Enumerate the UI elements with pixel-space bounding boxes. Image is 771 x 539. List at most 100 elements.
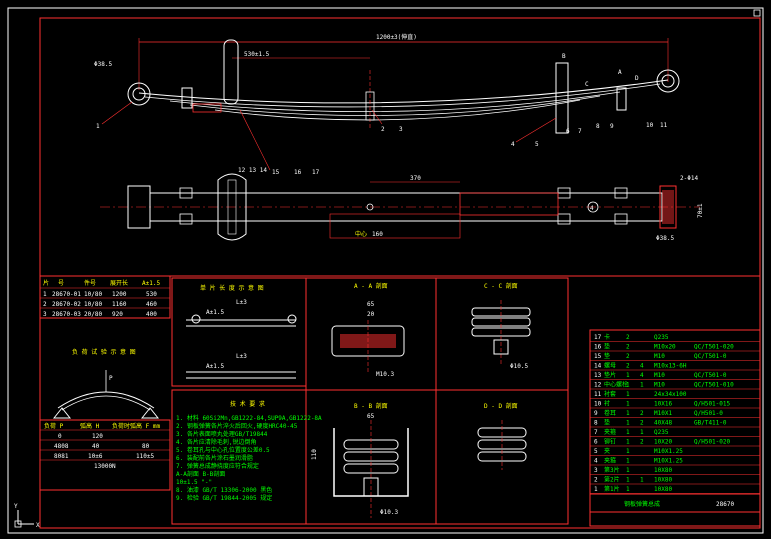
title-block-name: 钢板弹簧总成 bbox=[624, 500, 660, 508]
eye-dia-right: Φ38.5 bbox=[656, 235, 674, 242]
callout-16: 16 bbox=[294, 169, 302, 176]
load-diagram-title: 负 荷 试 验 示 意 图 bbox=[72, 348, 136, 356]
bom-cell: 11 bbox=[594, 391, 602, 398]
bom-cell: 1 bbox=[640, 477, 644, 484]
section-aa-dim-top: 65 bbox=[367, 301, 375, 308]
bom-cell: 1 bbox=[626, 410, 630, 417]
bom-cell: 1 bbox=[640, 429, 644, 436]
section-bb-dim-top: 65 bbox=[367, 413, 375, 420]
bom-cell: 1 bbox=[626, 420, 630, 427]
bom-cell: 2 bbox=[640, 439, 644, 446]
note-line-7: A-A剖面 B-B剖面 bbox=[176, 470, 225, 478]
technical-notes: 技 术 要 求 1. 材料 60Si2Mn,GB1222-84,SUP9A,GB… bbox=[176, 400, 322, 502]
bom-cell: 10X80 bbox=[654, 477, 672, 484]
leaf-diagram-title: 单 片 长 度 示 意 图 bbox=[200, 284, 264, 292]
leaf-dim-a2: A±1.5 bbox=[206, 363, 224, 370]
bom-cell: 1 bbox=[626, 458, 630, 465]
bom-cell: QC/T501-010 bbox=[694, 382, 734, 389]
callout-7: 7 bbox=[578, 128, 582, 135]
note-line-3: 4. 各片应清除毛刺,锐边倒角 bbox=[176, 438, 256, 446]
bom-cell: 15 bbox=[594, 353, 602, 360]
dim-160: 160 bbox=[372, 231, 383, 238]
bom-cell: 1 bbox=[626, 401, 630, 408]
bom-cell: 1 bbox=[626, 477, 630, 484]
bom-cell: QC/T501-0 bbox=[694, 353, 727, 360]
ucs-y-label: Y bbox=[14, 503, 18, 510]
note-line-2: 3. 各片表面喷丸处理GB/T19844 bbox=[176, 430, 268, 438]
bom-cell: 2 bbox=[626, 353, 630, 360]
note-line-9: 8. 油漆 GB/T 13306-2000 黑色 bbox=[176, 486, 272, 494]
section-bb-bolt: Φ10.3 bbox=[380, 509, 398, 516]
callout-3: 3 bbox=[399, 126, 403, 133]
bom-cell: 铆钉 bbox=[604, 438, 616, 446]
bom-cell: 1 bbox=[626, 382, 630, 389]
load-r2-c1: 10±6 bbox=[88, 453, 103, 460]
bom-cell: 2 bbox=[626, 334, 630, 341]
callout-11: 11 bbox=[660, 122, 668, 129]
notes-title: 技 术 要 求 bbox=[230, 400, 265, 408]
section-aa-title: A - A 剖面 bbox=[354, 282, 388, 290]
bom-cell: 40X48 bbox=[654, 420, 672, 427]
drawing-frame bbox=[39, 17, 761, 529]
bom-cell: 衬 bbox=[604, 400, 610, 408]
corner-grip[interactable] bbox=[753, 9, 761, 17]
bom-cell: 2 bbox=[626, 363, 630, 370]
callout-6: 6 bbox=[566, 128, 570, 135]
eye-dia-left: Φ38.5 bbox=[94, 61, 112, 68]
bom-cell: 衬套 bbox=[604, 390, 616, 398]
bom-cell: 中心螺栓 bbox=[604, 381, 628, 389]
bom-cell: 1 bbox=[626, 448, 630, 455]
callout-4-plan: 4 bbox=[590, 205, 594, 212]
bom-cell: 夹箍 bbox=[604, 428, 616, 436]
leaf-dim-l2: L±3 bbox=[236, 353, 247, 360]
bom-cell: 2 bbox=[640, 420, 644, 427]
bom-cell: 夹 bbox=[604, 447, 610, 455]
bom-cell: 螺母 bbox=[604, 362, 616, 370]
bom-cell: 1 bbox=[626, 372, 630, 379]
callout-9: 9 bbox=[610, 123, 614, 130]
callout-8: 8 bbox=[596, 123, 600, 130]
bom-cell: 1 bbox=[626, 486, 630, 493]
leaf-r2-c4: 400 bbox=[146, 311, 157, 318]
leaf-r1-c1: 28670-02 bbox=[52, 301, 81, 308]
bom-cell: QC/T501-020 bbox=[694, 344, 734, 351]
note-line-0: 1. 材料 60Si2Mn,GB1222-84,SUP9A,GB1222-8A bbox=[176, 414, 322, 422]
bom-cell: 8 bbox=[594, 420, 598, 427]
bom-cell: 垫 bbox=[604, 343, 610, 351]
bom-cell: 夹箍 bbox=[604, 457, 616, 465]
bom-cell: M10x20 bbox=[654, 344, 676, 351]
bom-cell: M10 bbox=[654, 372, 665, 379]
bom-cell: 1 bbox=[640, 382, 644, 389]
leaf-r1-c2: 10/80 bbox=[84, 301, 102, 308]
bom-cell: M10X1 bbox=[654, 410, 672, 417]
load-th-2: 负荷时弧高 F mm bbox=[112, 422, 160, 430]
section-label-d-top: D bbox=[635, 75, 639, 82]
bom-cell: 2 bbox=[594, 477, 598, 484]
callout-4: 4 bbox=[511, 141, 515, 148]
section-label-c-top: C bbox=[585, 81, 589, 88]
leaf-th-4: A±1.5 bbox=[142, 280, 160, 287]
leaf-th-3: 展开长 bbox=[110, 279, 128, 287]
load-r0-c0: 0 bbox=[58, 433, 62, 440]
bom-cell: M10 bbox=[654, 353, 665, 360]
section-cc: C - C 剖面 Φ10.5 bbox=[471, 282, 531, 370]
note-line-8: 10±1.5 "-" bbox=[176, 479, 212, 486]
bom-cell: 4 bbox=[640, 363, 644, 370]
bom-cell: 垫片 bbox=[604, 371, 616, 379]
bom-cell: 2 bbox=[640, 410, 644, 417]
load-th-1: 弧高 H bbox=[80, 422, 100, 430]
ucs-x-label: X bbox=[36, 522, 40, 529]
load-r2-c2: 110±5 bbox=[136, 453, 154, 460]
bom-cell: 第2片 bbox=[604, 476, 620, 484]
leaf-r0-c4: 530 bbox=[146, 291, 157, 298]
bom-cell: 卡 bbox=[604, 333, 610, 341]
leaf-dim-l: L±3 bbox=[236, 299, 247, 306]
leaf-r0-c1: 28670-01 bbox=[52, 291, 81, 298]
load-r0-c1: 120 bbox=[92, 433, 103, 440]
bom-cell: 3 bbox=[594, 467, 598, 474]
title-block-code: 28670 bbox=[716, 501, 734, 508]
leaf-dim-a: A±1.5 bbox=[206, 309, 224, 316]
bom-cell: GB/T411-0 bbox=[694, 420, 727, 427]
